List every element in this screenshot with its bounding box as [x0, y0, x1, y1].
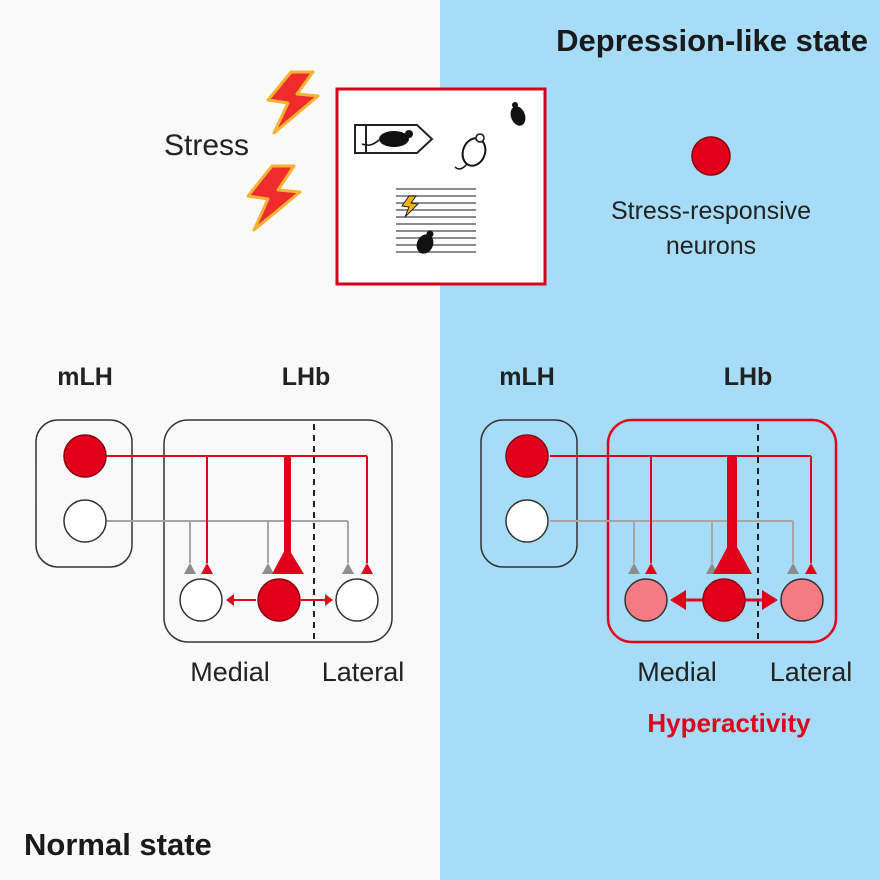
lhb-label: LHb [282, 363, 331, 391]
stress-responsive-neuron-legend-icon [691, 136, 731, 176]
red-synapse [201, 563, 213, 574]
lhb-region-box [163, 419, 393, 643]
red-synapse-large [713, 538, 752, 574]
lhb-lateral-neuron [335, 578, 379, 622]
mlh-region-box [480, 419, 578, 568]
gray-synapse [787, 563, 799, 574]
red-synapse-large [670, 590, 686, 610]
legend-label-line2: neurons [666, 232, 756, 260]
depressed-circuit: mLH LHb Medial Lat [480, 363, 853, 738]
medial-label: Medial [190, 657, 270, 687]
red-synapse [325, 594, 333, 606]
red-axon [105, 455, 368, 563]
lhb-stress-neuron [257, 578, 301, 622]
red-axon-thick [727, 456, 737, 550]
lateral-label: Lateral [322, 657, 405, 687]
lightning-bolt-icon [246, 164, 302, 232]
mouse-icon [416, 230, 434, 254]
mlh-stress-neuron [505, 434, 549, 478]
red-axon-thick [284, 456, 291, 555]
gray-axon [550, 520, 794, 563]
lightning-bolt-icon [266, 70, 320, 135]
lhb-region-box-hyperactive [606, 418, 838, 644]
normal-circuit: mLH LHb [35, 363, 405, 687]
mlh-neuron [63, 499, 107, 543]
lhb-medial-neuron [179, 578, 223, 622]
medial-label: Medial [637, 657, 717, 687]
stress-paradigm-box [335, 87, 547, 286]
red-synapse [805, 563, 817, 574]
lhb-stress-neuron [702, 578, 746, 622]
gray-synapse [184, 563, 196, 574]
gray-synapse [342, 563, 354, 574]
mlh-stress-neuron [63, 434, 107, 478]
lhb-lateral-neuron-active [780, 578, 824, 622]
mlh-neuron [505, 499, 549, 543]
gray-synapse [628, 563, 640, 574]
lhb-medial-neuron-active [624, 578, 668, 622]
small-lightning-icon [401, 195, 420, 218]
lateral-label: Lateral [770, 657, 853, 687]
gray-synapse [262, 563, 274, 574]
mouse-icon [454, 133, 487, 170]
red-synapse [226, 594, 234, 606]
red-axon [550, 455, 812, 563]
red-synapse [645, 563, 657, 574]
red-synapse-large [272, 546, 304, 574]
stress-label: Stress [164, 129, 249, 162]
depression-state-title: Depression-like state [556, 23, 868, 58]
mlh-label: mLH [57, 363, 113, 391]
normal-state-title: Normal state [24, 827, 212, 862]
gray-axon [105, 520, 349, 563]
red-synapse [361, 563, 373, 574]
mouse-icon [510, 102, 526, 126]
legend-label-line1: Stress-responsive [611, 197, 811, 225]
red-synapse-large [762, 590, 778, 610]
mlh-region-box [35, 419, 133, 568]
restraint-tube-icon [354, 124, 434, 154]
hyperactivity-label: Hyperactivity [647, 708, 811, 738]
mlh-label: mLH [499, 363, 555, 391]
lhb-label: LHb [724, 363, 773, 391]
